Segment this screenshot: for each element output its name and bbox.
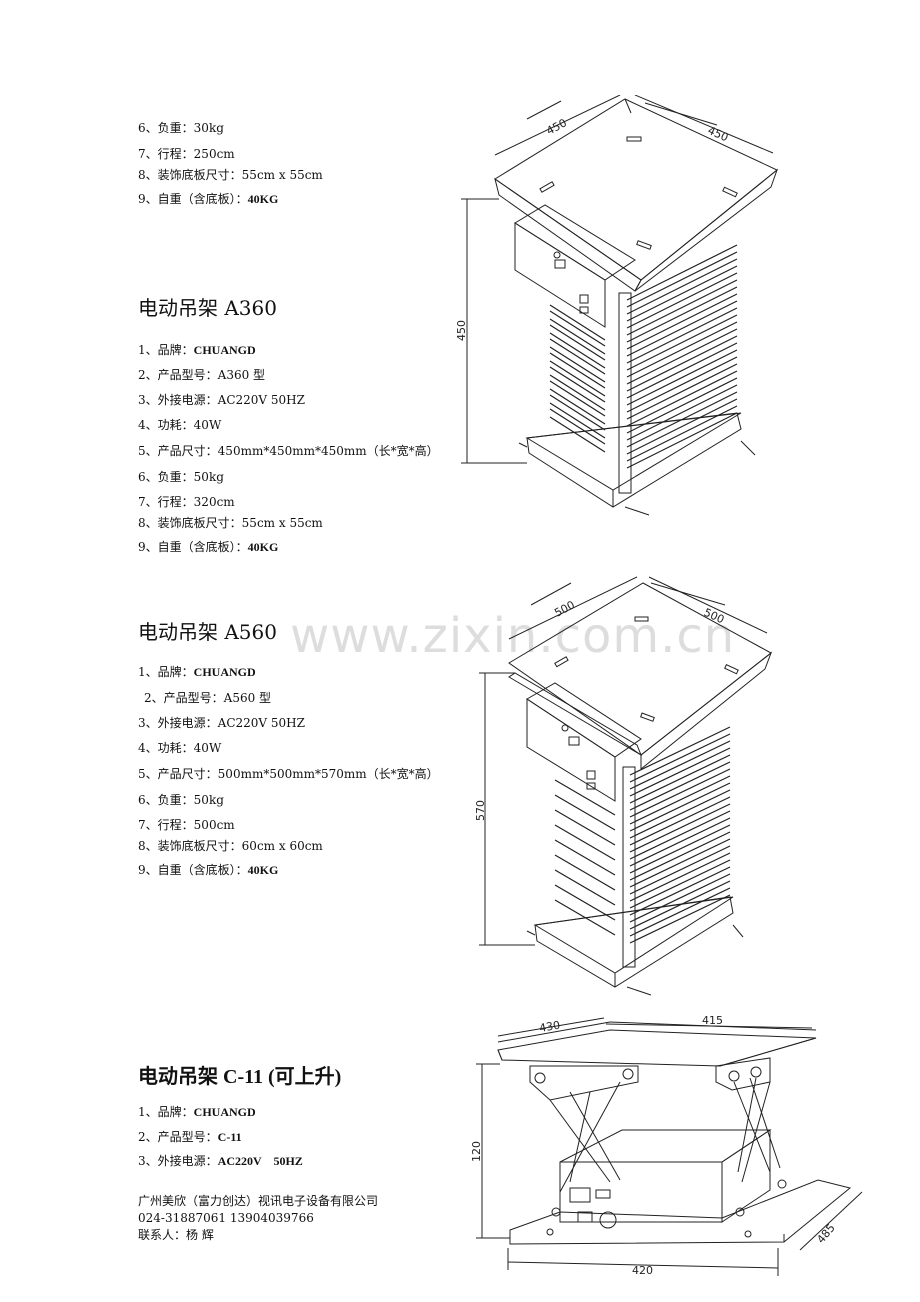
c11-lift-drawing: 430 415 120 420 485 [470, 1014, 863, 1277]
spec-line: 7、行程：500cm [138, 818, 235, 832]
company-name: 广州美欣（富力创达）视讯电子设备有限公司 [138, 1194, 379, 1208]
a360-dim-height: 450 [455, 320, 468, 341]
spec-line: 7、行程：250cm [138, 147, 235, 161]
spec-line: 7、行程：320cm [138, 495, 235, 509]
spec-line: 5、产品尺寸：500mm*500mm*570mm（长*宽*高） [138, 767, 439, 781]
spec-line: 3、外接电源：AC220V 50HZ [138, 393, 305, 407]
a560-dim-width-left: 500 [552, 598, 577, 619]
watermark: www.zixin.com.cn [290, 608, 736, 664]
a360-dim-width-right: 450 [706, 124, 730, 144]
spec-line: 8、装饰底板尺寸：60cm x 60cm [138, 839, 323, 853]
spec-line: 9、自重（含底板）：40KG [138, 540, 279, 554]
spec-line: 2、产品型号：A560 型 [144, 691, 272, 705]
spec-line: 2、产品型号：A360 型 [138, 368, 266, 382]
a560-dim-height: 570 [475, 800, 487, 821]
c11-dim-bottom: 420 [632, 1264, 653, 1277]
spec-line: 6、负重：30kg [138, 121, 224, 135]
a560-lift-drawing: 500 500 570 [475, 576, 773, 996]
spec-line: 1、品牌：CHUANGD [138, 1105, 256, 1119]
spec-line: 5、产品尺寸：450mm*450mm*450mm（长*宽*高） [138, 444, 439, 458]
section-title-c11: 电动吊架 C-11 (可上升) [138, 1066, 342, 1088]
phone-numbers: 024-31887061 13904039766 [138, 1211, 314, 1225]
spec-line: 2、产品型号：C-11 [138, 1130, 242, 1144]
spec-line: 9、自重（含底板）：40KG [138, 192, 279, 206]
a360-lift-drawing: 450 450 450 [455, 95, 779, 516]
c11-dim-depth: 485 [814, 1221, 837, 1245]
c11-dim-top-right: 415 [702, 1014, 723, 1027]
spec-line: 6、负重：50kg [138, 470, 224, 484]
spec-line: 8、装饰底板尺寸：55cm x 55cm [138, 168, 323, 182]
section-title-a560: 电动吊架 A560 [138, 620, 277, 644]
spec-line: 8、装饰底板尺寸：55cm x 55cm [138, 516, 323, 530]
spec-line: 1、品牌：CHUANGD [138, 343, 256, 357]
a360-dim-width-left: 450 [544, 116, 569, 137]
spec-line: 3、外接电源：AC220V 50HZ [138, 716, 305, 730]
a560-dim-width-right: 500 [702, 606, 726, 626]
contact-person: 联系人：杨 辉 [138, 1228, 214, 1242]
section-title-a360: 电动吊架 A360 [138, 296, 277, 320]
spec-line: 6、负重：50kg [138, 793, 224, 807]
c11-dim-height: 120 [470, 1141, 483, 1162]
spec-line: 9、自重（含底板）：40KG [138, 863, 279, 877]
spec-line: 4、功耗：40W [138, 741, 222, 755]
spec-line: 3、外接电源：AC220V 50HZ [138, 1154, 303, 1168]
spec-line: 4、功耗：40W [138, 418, 222, 432]
spec-line: 1、品牌：CHUANGD [138, 665, 256, 679]
c11-dim-top-left: 430 [538, 1019, 561, 1035]
